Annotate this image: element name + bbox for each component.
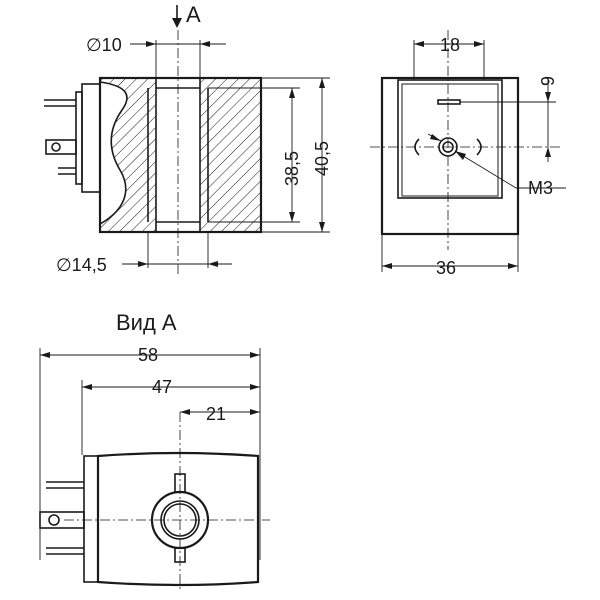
dim-arrow xyxy=(289,212,295,222)
dim-58-label: 58 xyxy=(138,345,158,365)
section-view: А ∅10 xyxy=(44,2,332,275)
connector-view: 18 9 M3 36 xyxy=(370,30,566,278)
dim-arrow xyxy=(545,92,551,102)
dim-arrow xyxy=(508,263,518,269)
hatch-left xyxy=(100,78,156,232)
m3-leader xyxy=(454,150,517,189)
dim-47-label: 47 xyxy=(152,377,172,397)
hatch-right xyxy=(200,78,261,232)
pin-bracket-left xyxy=(414,138,420,156)
pin-middle xyxy=(45,139,77,155)
view-arrow-head xyxy=(172,18,182,28)
dim-arrow xyxy=(474,41,484,47)
dim-arrow xyxy=(250,384,260,390)
dim-385-label: 38,5 xyxy=(282,151,302,186)
connector-face xyxy=(397,79,503,199)
dim-arrow xyxy=(382,263,392,269)
dim-arrow xyxy=(455,151,466,160)
dim-arrow xyxy=(289,88,295,98)
view-arrow-label: А xyxy=(186,2,201,27)
connector-body xyxy=(380,76,520,236)
dim-18-label: 18 xyxy=(440,35,460,55)
view-a-bore-inner xyxy=(163,503,197,537)
dim-arrow xyxy=(146,41,156,47)
view-a-pin-middle-hole xyxy=(48,514,60,526)
dim-arrow xyxy=(180,409,190,415)
terminal-block xyxy=(81,83,101,193)
break-line xyxy=(99,81,128,225)
dim-405-label: 40,5 xyxy=(312,141,332,176)
dim-d10-label: ∅10 xyxy=(86,35,122,55)
view-a-key-top xyxy=(174,473,186,493)
ground-slot xyxy=(437,99,461,105)
dim-arrow xyxy=(430,134,441,141)
dim-36-label: 36 xyxy=(436,258,456,278)
dim-21-label: 21 xyxy=(206,404,226,424)
view-a-bore-middle xyxy=(160,500,200,540)
bore xyxy=(155,77,201,233)
dim-arrow xyxy=(138,261,148,267)
dim-arrow xyxy=(414,41,424,47)
dim-arrow xyxy=(545,147,551,157)
dim-arrow xyxy=(208,261,218,267)
view-a-key-bottom xyxy=(174,547,186,563)
terminal-plate xyxy=(75,91,83,185)
dim-arrow xyxy=(82,384,92,390)
view-a-terminal-block xyxy=(83,455,99,583)
thread-label: M3 xyxy=(528,178,553,198)
dim-arrow xyxy=(200,41,210,47)
connector-face-inner xyxy=(401,83,499,197)
dim-arrow xyxy=(319,78,325,88)
view-a-body xyxy=(96,451,260,587)
dim-arrow xyxy=(250,352,260,358)
pin-bracket-right xyxy=(476,138,482,156)
dim-arrow xyxy=(319,222,325,232)
dim-d145-label: ∅14,5 xyxy=(56,255,107,275)
dim-9-label: 9 xyxy=(538,76,558,86)
pin-middle-hole xyxy=(51,142,61,152)
dim-arrow xyxy=(40,352,50,358)
dim-arrow xyxy=(250,409,260,415)
view-a: Вид А 58 47 21 xyxy=(39,310,270,590)
view-a-title: Вид А xyxy=(116,310,177,335)
